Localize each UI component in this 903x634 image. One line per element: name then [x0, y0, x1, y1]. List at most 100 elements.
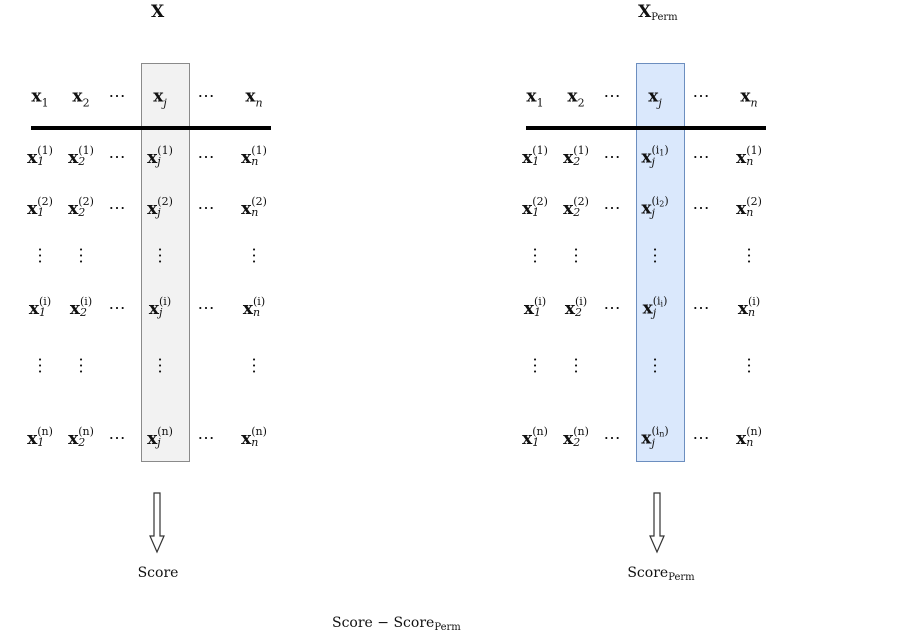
x-entry-cell: x(1)1 [522, 145, 548, 169]
index-stack: (2)1 [37, 196, 53, 218]
column-index: j [163, 96, 167, 110]
subscript: 1 [532, 206, 540, 219]
header-x-cell: xj [648, 86, 662, 109]
x-entry-cell: x(i)2 [564, 296, 587, 320]
header-x: x2 [72, 87, 90, 110]
horizontal-ellipsis-cell: ⋯ [693, 88, 710, 106]
score-perm-label: ScorePerm [627, 565, 695, 583]
x-symbol: x [523, 298, 535, 319]
x-symbol: x [241, 428, 252, 449]
diff-sub: Perm [434, 622, 461, 633]
subscript: n [746, 206, 754, 219]
x-entry: x(n)n [241, 425, 267, 449]
score-sub: Perm [668, 572, 695, 583]
x-entry: x(i)1 [523, 295, 547, 319]
perm-open: (i [651, 194, 660, 208]
subscript: 1 [39, 306, 47, 319]
index-stack: (1)j [157, 145, 173, 167]
matrix-title-xperm: XPerm [638, 2, 678, 23]
vertical-ellipsis-cell: ··· [251, 242, 256, 270]
x-entry-cell: x(n)2 [563, 426, 589, 450]
perm-index: 1 [659, 148, 665, 158]
index-stack: (i)n [748, 296, 760, 318]
index-stack: (ii)j [653, 296, 668, 319]
horizontal-ellipsis-cell: ⋯ [197, 198, 215, 219]
vertical-ellipsis: ··· [157, 240, 163, 271]
subscript: n [746, 436, 754, 449]
index-stack: (n)2 [573, 426, 589, 448]
column-index: 2 [577, 96, 585, 110]
subscript: j [157, 206, 161, 219]
perm-close: ) [664, 424, 669, 438]
x-entry-cell: x(1)n [736, 145, 762, 169]
vertical-ellipsis-cell: ··· [78, 352, 83, 380]
x-symbol: x [68, 198, 79, 219]
x-symbol: x [648, 86, 659, 107]
perm-close: ) [663, 294, 668, 308]
x-entry-cell: x(i)1 [523, 295, 547, 320]
vertical-ellipsis-cell: ··· [37, 352, 42, 380]
header-x-cell: xn [740, 88, 757, 109]
index-stack: (2)n [746, 196, 762, 218]
superscript: (n) [251, 425, 267, 438]
x-symbol: x [147, 428, 158, 449]
horizontal-ellipsis: ⋯ [692, 298, 710, 319]
x-symbol: x [68, 428, 79, 449]
vertical-ellipsis-cell: ··· [652, 242, 657, 270]
x-entry: x(2)2 [563, 196, 589, 219]
superscript: (i) [80, 295, 93, 308]
x-permuted-entry: x(ii)j [642, 296, 668, 319]
x-symbol: x [642, 298, 653, 319]
column-index: 2 [82, 96, 90, 110]
x-symbol: x [563, 198, 574, 219]
horizontal-ellipsis: ⋯ [108, 298, 126, 319]
subscript: 2 [78, 436, 86, 449]
x-entry: x(1)n [736, 145, 762, 168]
x-entry: x(1)j [147, 145, 173, 168]
subscript: 1 [37, 436, 45, 449]
superscript: (n) [78, 425, 94, 438]
perm-index: n [659, 429, 665, 439]
horizontal-ellipsis: ⋯ [197, 298, 215, 319]
x-symbol: x [564, 298, 576, 319]
perm-open: (i [652, 294, 661, 308]
vertical-ellipsis: ··· [157, 350, 163, 381]
subscript: n [251, 206, 259, 219]
vertical-ellipsis-cell: ··· [157, 240, 163, 271]
x-permuted-entry-cell: x(i1)j [641, 145, 668, 170]
x-entry: x(i)2 [564, 296, 587, 319]
column-index: 1 [536, 96, 544, 110]
x-symbol: x [242, 298, 254, 319]
x-entry-cell: x(i)j [149, 296, 171, 320]
x-symbol: x [641, 147, 652, 168]
horizontal-ellipsis: ⋯ [197, 86, 215, 107]
subscript: j [652, 306, 657, 320]
x-entry-cell: x(2)2 [563, 196, 589, 220]
horizontal-ellipsis: ⋯ [603, 198, 621, 219]
index-stack: (2)n [251, 196, 267, 218]
index-stack: (2)2 [573, 196, 589, 218]
x-symbol: x [27, 428, 38, 449]
vertical-ellipsis: ··· [78, 240, 84, 271]
subscript: 2 [78, 155, 86, 168]
header-x: x1 [31, 87, 48, 109]
x-entry: x(2)n [241, 196, 267, 219]
superscript: (i) [534, 295, 547, 308]
subscript: n [746, 155, 754, 168]
x-entry: x(2)2 [68, 196, 94, 219]
index-stack: (1)1 [532, 145, 548, 167]
horizontal-ellipsis: ⋯ [197, 198, 215, 219]
vertical-ellipsis: ··· [573, 350, 579, 381]
subscript: 2 [573, 206, 581, 219]
horizontal-ellipsis: ⋯ [603, 298, 621, 319]
x-entry: x(i)j [149, 296, 171, 319]
x-entry: x(n)2 [563, 426, 589, 449]
index-stack: (n)j [157, 426, 173, 448]
x-permuted-entry: x(in)j [641, 426, 668, 449]
subscript: 2 [80, 306, 88, 319]
superscript: (n) [157, 425, 173, 438]
x-entry-cell: x(1)j [147, 145, 173, 169]
subscript: 2 [573, 155, 581, 168]
x-entry-cell: x(2)n [241, 196, 267, 220]
